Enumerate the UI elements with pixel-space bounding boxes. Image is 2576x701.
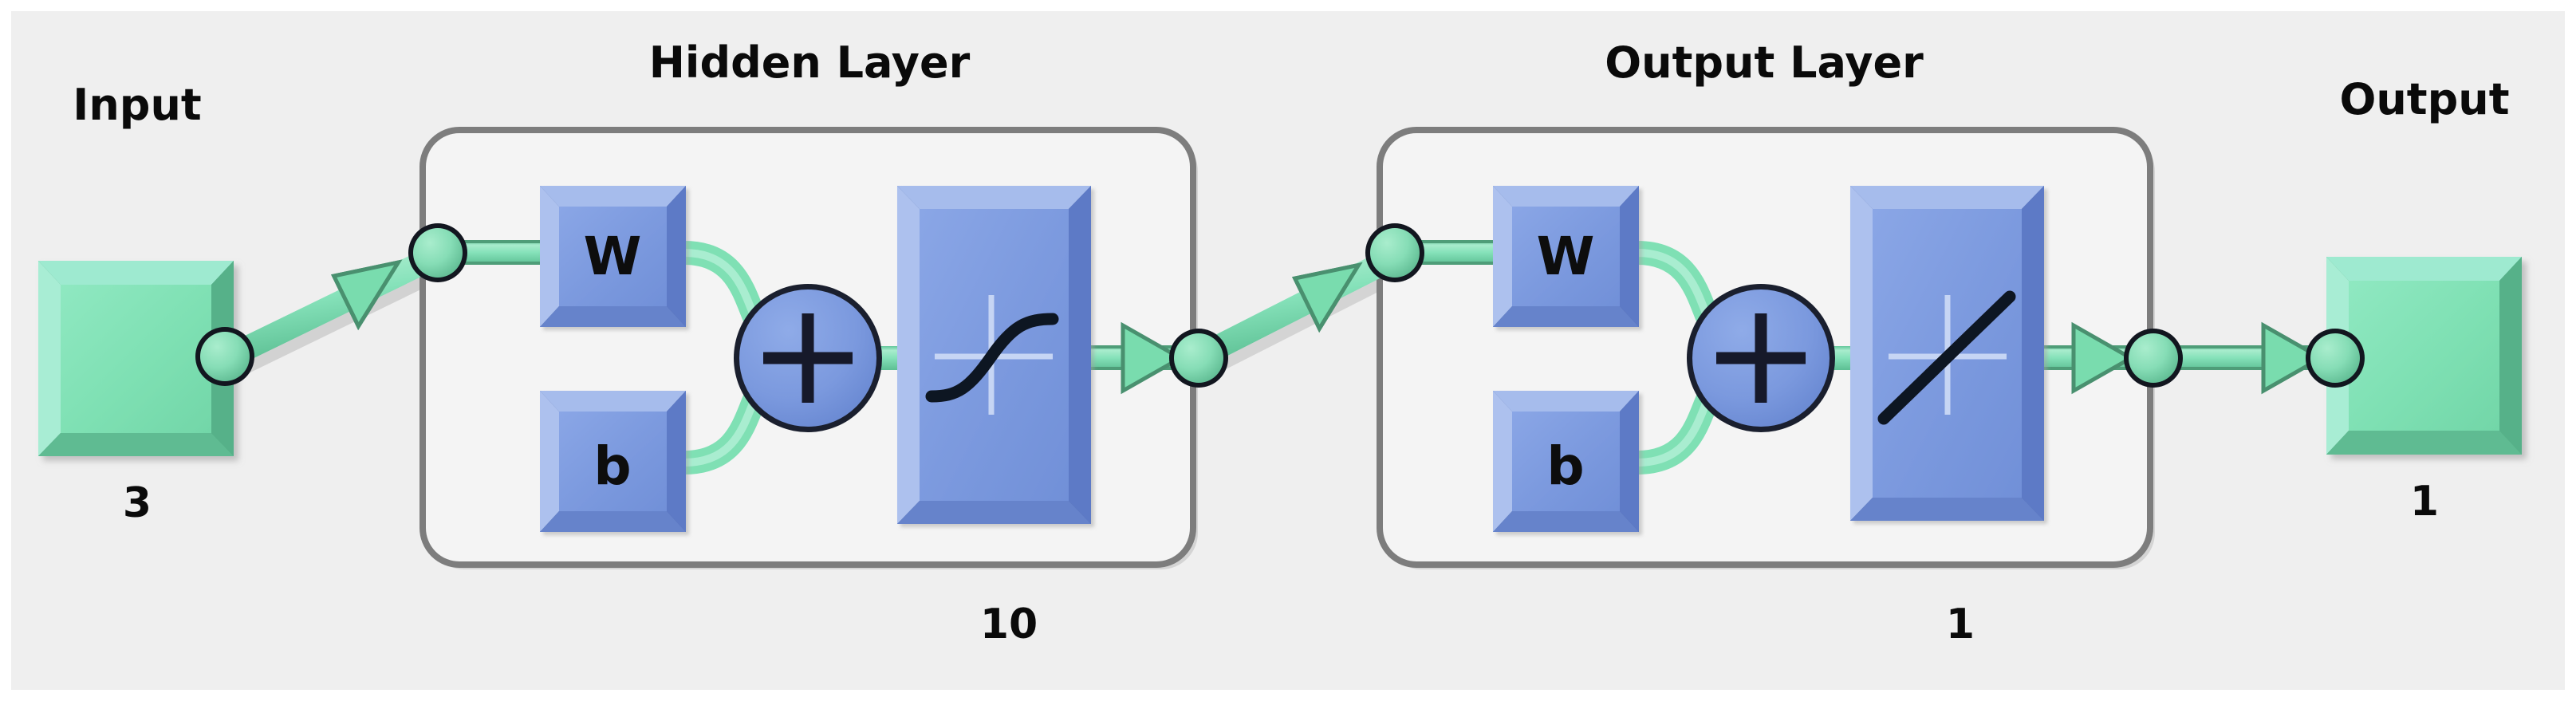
- hidden-sum-node[interactable]: [734, 284, 882, 432]
- sigmoid-curve-icon: [925, 295, 1059, 415]
- hidden-weight-label: W: [584, 226, 642, 287]
- hidden-layer-output-port-dot[interactable]: [1169, 329, 1228, 388]
- output-sum-node[interactable]: [1687, 284, 1835, 432]
- output-block-input-port-dot[interactable]: [2306, 329, 2365, 388]
- hidden-bias-block[interactable]: b: [540, 391, 686, 532]
- output-layer-input-port-dot[interactable]: [1365, 223, 1424, 282]
- output-weight-block[interactable]: W: [1493, 186, 1639, 327]
- input-output-port-dot[interactable]: [195, 327, 254, 386]
- hidden-bias-label: b: [593, 435, 631, 497]
- hidden-layer-title: Hidden Layer: [649, 37, 971, 88]
- output-label: Output: [2339, 74, 2509, 124]
- input-size-label: 3: [123, 479, 152, 527]
- output-layer-output-port-dot[interactable]: [2124, 329, 2183, 388]
- output-layer-title: Output Layer: [1605, 37, 1924, 88]
- output-size-label: 1: [2410, 478, 2439, 526]
- hidden-layer-input-port-dot[interactable]: [408, 223, 467, 282]
- output-bias-block[interactable]: b: [1493, 391, 1639, 532]
- hidden-layer-size-label: 10: [980, 601, 1038, 648]
- hidden-transfer-block[interactable]: [897, 186, 1091, 524]
- output-transfer-block[interactable]: [1850, 186, 2044, 521]
- hidden-weight-block[interactable]: W: [540, 186, 686, 327]
- connection-dots: [195, 223, 2365, 388]
- linear-line-icon: [1877, 290, 2016, 425]
- output-layer-size-label: 1: [1946, 601, 1975, 648]
- output-weight-label: W: [1537, 226, 1595, 287]
- input-label: Input: [73, 80, 201, 130]
- output-bias-label: b: [1546, 435, 1584, 497]
